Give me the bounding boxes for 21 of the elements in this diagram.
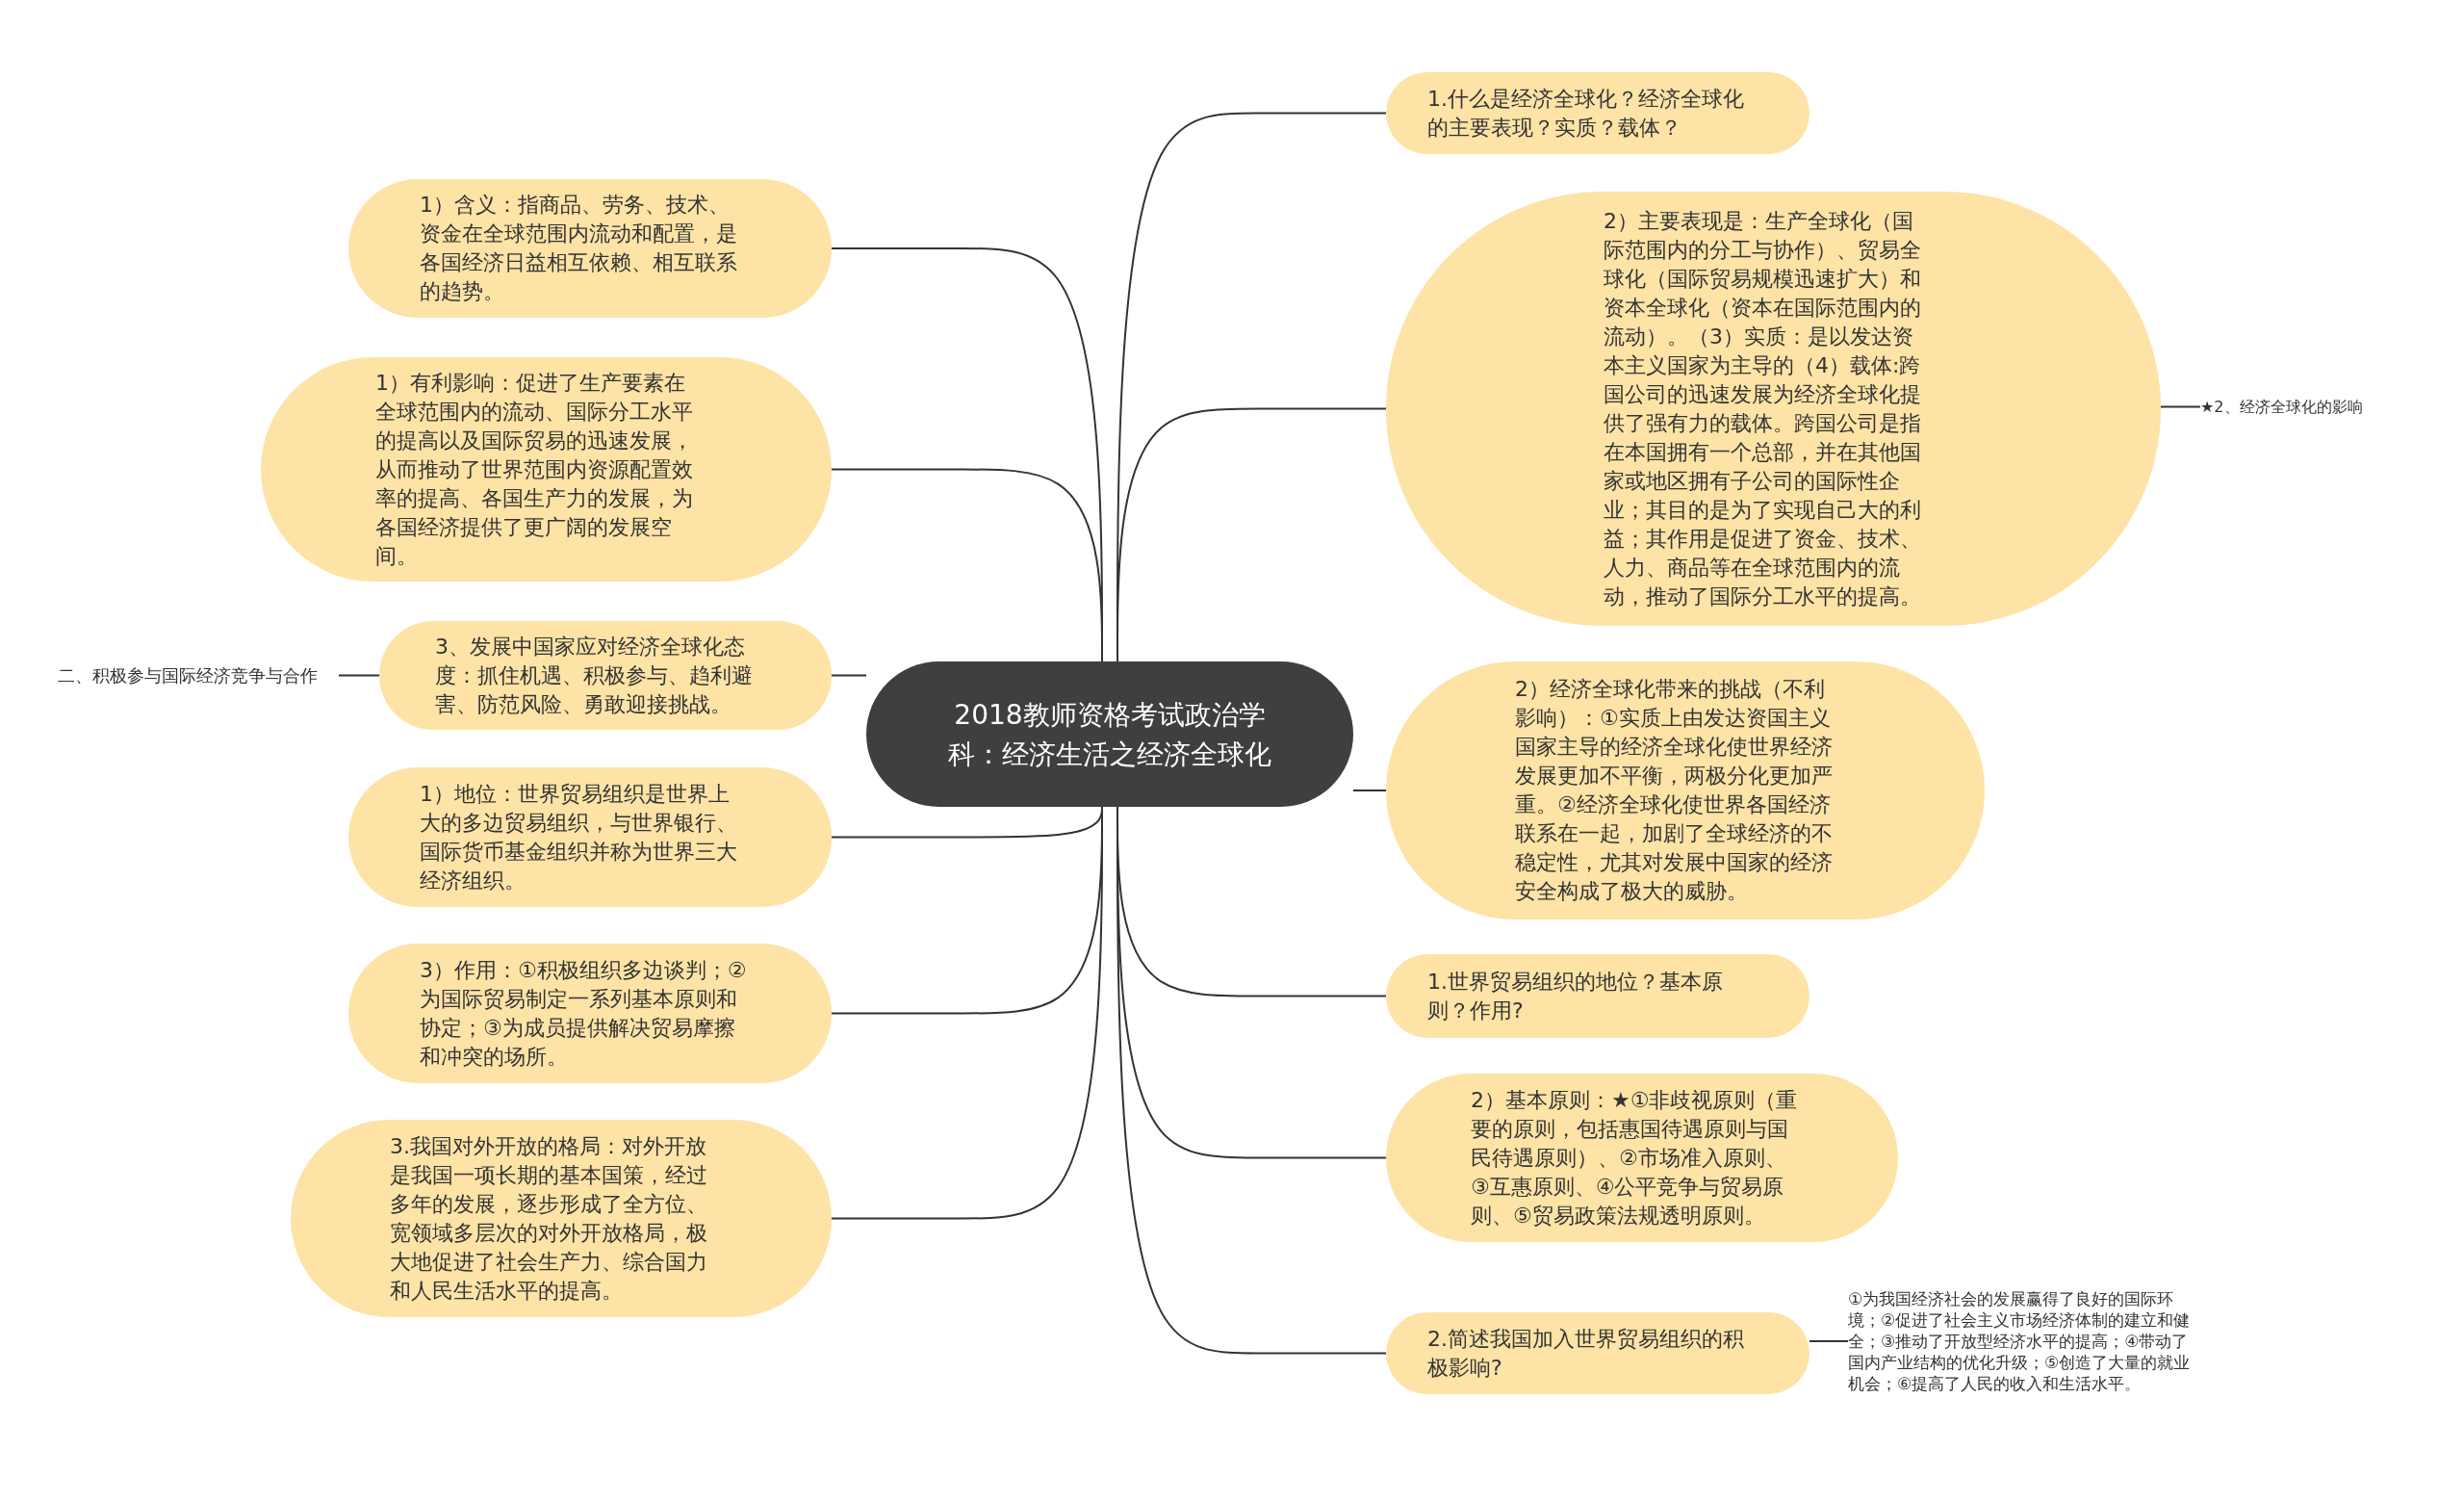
topic-text: 1）有利影响：促进了生产要素在全球范围内的流动、国际分工水平的提高以及国际贸易的迅速发展，从而推动了世界范围内资源配置效率的提高、各国生产力的发展，为各国经济提供了更广阔的发展空间。 <box>375 369 694 570</box>
note-text: ①为我国经济社会的发展赢得了良好的国际环境；②促进了社会主义市场经济体制的建立和健全；③推动了开放型经济水平的提高；④带动了国内产业结构的优化升级；⑤创造了大量的就业机会；⑥提高了人民的收入和生活水平。 <box>1848 1288 2200 1394</box>
central-topic-text: 2018教师资格考试政治学科：经济生活之经济全球化 <box>947 697 1272 772</box>
topic-text: 1）含义：指商品、劳务、技术、资金在全球范围内流动和配置，是各国经济日益相互依赖、相互联系的趋势。 <box>420 192 738 305</box>
topic-text: 1.什么是经济全球化？经济全球化的主要表现？实质？载体？ <box>1427 85 1745 142</box>
topic-text: 2）经济全球化带来的挑战（不利影响）：①实质上由发达资国主义国家主导的经济全球化使世界经济发展更加不平衡，两极分化更加严重。②经济全球化使世界各国经济联系在一起，加剧了全球经济的不稳定性，尤其对发展中国家的经济安全构成了极大的威胁。 <box>1515 676 1834 905</box>
connector-line <box>1352 790 1387 791</box>
note-text: 二、积极参与国际经济竞争与合作 <box>58 664 339 686</box>
connector-line <box>338 674 380 677</box>
connector-line <box>2160 405 2201 408</box>
note-text: ★2、经济全球化的影响 <box>2200 397 2402 417</box>
topic-text: 2）基本原则：★①非歧视原则（重要的原则，包括惠国待遇原则与国民待遇原则）、②市场准入原则、③互惠原则、④公平竞争与贸易原则、⑤贸易政策法规透明原则。 <box>1471 1086 1798 1230</box>
topic-text: 3、发展中国家应对经济全球化态度：抓住机遇、积极参与、趋利避害、防范风险、勇敢迎接挑战。 <box>435 633 754 718</box>
topic-text: 3.我国对外开放的格局：对外开放是我国一项长期的基本国策，经过多年的发展，逐步形成了全方位、宽领域多层次的对外开放格局，极大地促进了社会生产力、综合国力和人民生活水平的提高。 <box>390 1132 708 1305</box>
connector-line <box>1809 1340 1849 1342</box>
topic-text: 3）作用：①积极组织多边谈判；②为国际贸易制定一系列基本原则和协定；③为成员提供解决贸易摩擦和冲突的场所。 <box>420 956 747 1071</box>
topic-text: 2.简述我国加入世界贸易组织的积极影响? <box>1427 1325 1745 1382</box>
connector-line <box>831 674 867 677</box>
topic-text: 1.世界贸易组织的地位？基本原则？作用? <box>1427 968 1724 1024</box>
topic-text: 1）地位：世界贸易组织是世界上大的多边贸易组织，与世界银行、国际货币基金组织并称为世界三大经济组织。 <box>420 780 738 894</box>
topic-text: 2）主要表现是：生产全球化（国际范围内的分工与协作）、贸易全球化（国际贸易规模迅速扩大）和资本全球化（资本在国际范围内的流动）。（3）实质：是以发达资本主义国家为主导的（4）载体:跨国公司的迅速发展为经济全球化提供了强有力的载体。跨国公司是指在本国拥有一个总部，并在其他国家或地区拥有子公司的国际性企业；其目的是为了实现自己大的利益；其作用是促进了资金、技术、人力、商品等在全球范围内的流动，推动了国际分工水平的提高。 <box>1604 207 1922 610</box>
